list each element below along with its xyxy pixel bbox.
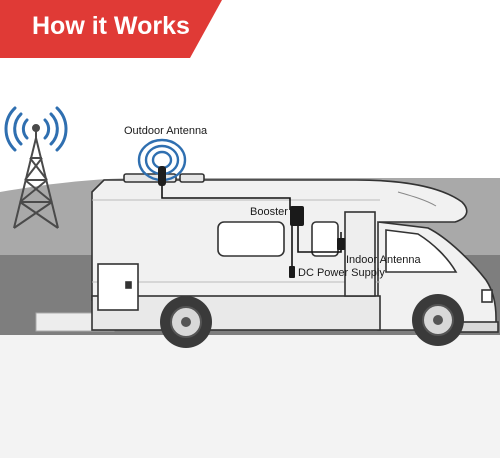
title-banner-shape (0, 0, 222, 58)
outdoor-antenna-label: Outdoor Antenna (124, 125, 208, 137)
power-plug-icon (289, 266, 295, 278)
indoor-antenna-icon (337, 232, 345, 250)
front-wheel (412, 294, 464, 346)
outdoor-antenna-icon (158, 166, 166, 186)
rear-wheel (160, 296, 212, 348)
ground-foreground (0, 335, 500, 458)
tower-signal-waves (4, 106, 68, 152)
title-banner: How it Works (0, 0, 220, 58)
indoor-antenna-label: Indoor Antenna (346, 254, 421, 266)
dc-power-supply-label: DC Power Supply (298, 267, 385, 279)
rv-vehicle (91, 173, 499, 333)
page-title: How it Works (32, 12, 190, 40)
booster-label: Booster (250, 206, 288, 218)
booster-icon (290, 206, 304, 226)
cell-tower-icon (13, 124, 59, 229)
